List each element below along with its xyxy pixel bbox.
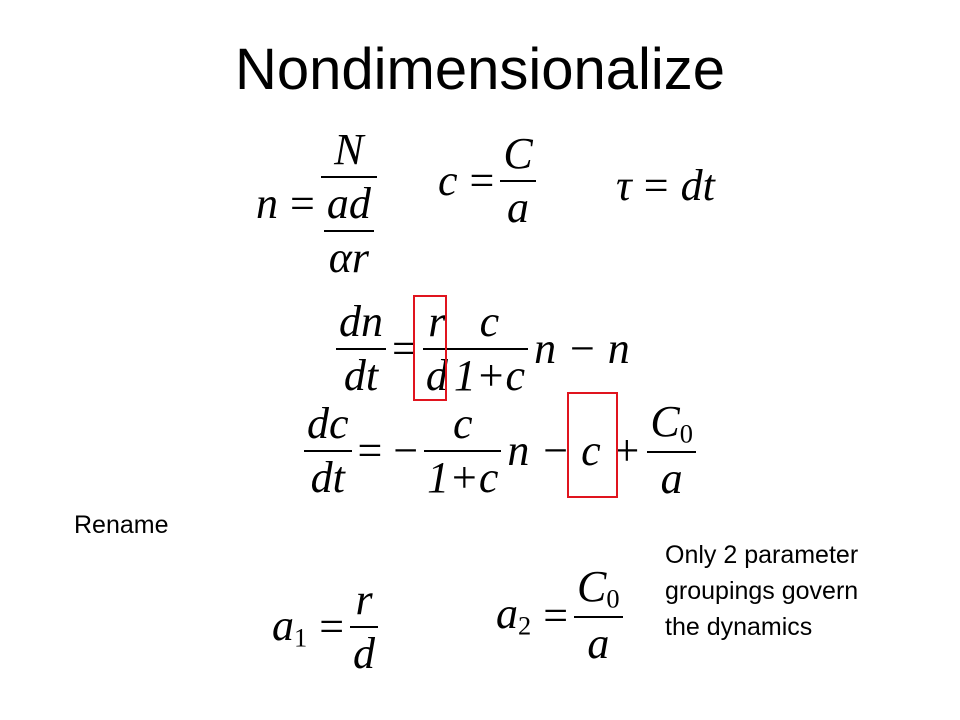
r-symbol: r: [428, 297, 446, 346]
C-symbol: C: [650, 397, 680, 446]
a-symbol: a: [660, 454, 683, 503]
c-over-1-plus-c-fraction: c 1+c: [450, 297, 529, 400]
equals-sign: =: [469, 156, 495, 205]
dn-dt-equation: dn dt = r d c 1+c n − n: [336, 300, 636, 398]
note-line-1: Only 2 parameter: [665, 541, 859, 569]
dn-term: dn: [339, 297, 383, 346]
equals-minus-sign: = −: [357, 425, 419, 475]
c-symbol: c: [438, 156, 458, 205]
dt-term: dt: [343, 351, 379, 400]
note-line-2: groupings govern: [665, 577, 859, 605]
two-subscript: 2: [518, 610, 532, 641]
one-plus-c-term: 1+c: [453, 351, 526, 400]
c-fraction: C a: [500, 129, 536, 232]
N-symbol: N: [334, 125, 364, 174]
a-symbol: a: [587, 619, 610, 668]
C0-over-a-fraction: C0 a: [647, 400, 696, 501]
one-subscript: 1: [294, 622, 308, 653]
r-symbol: r: [355, 575, 373, 624]
n-inner-fraction: ad αr: [323, 179, 374, 282]
tau-definition: τ=dt: [610, 160, 721, 208]
equals-sign: =: [392, 324, 417, 373]
n-fraction: N ad αr: [320, 125, 377, 282]
r-over-d-fraction: r d: [422, 297, 451, 400]
dc-term: dc: [307, 398, 349, 448]
a2-fraction: C0 a: [574, 565, 623, 666]
equals-sign: =: [643, 160, 669, 210]
ad-term: ad: [326, 179, 371, 228]
highlight-box-C0-over-a: [567, 392, 618, 498]
a-symbol: a: [272, 600, 294, 650]
a1-definition: a1 = r d: [266, 575, 379, 678]
highlight-box-r-over-d: [413, 295, 447, 401]
a-symbol: a: [507, 183, 530, 232]
C-symbol: C: [503, 129, 533, 178]
n-symbol: n: [256, 179, 278, 228]
note-line-3: the dynamics: [665, 613, 813, 641]
equals-sign: =: [290, 179, 315, 228]
c-symbol: c: [479, 297, 500, 346]
c-over-1-plus-c-fraction: c 1+c: [424, 398, 502, 502]
dc-dt-fraction: dc dt: [304, 398, 352, 502]
equals-sign: =: [319, 602, 345, 651]
dn-dt-fraction: dn dt: [336, 300, 386, 398]
a-symbol: a: [496, 589, 518, 638]
tau-symbol: τ: [616, 160, 632, 210]
dt-term: dt: [310, 452, 345, 502]
zero-subscript: 0: [606, 583, 620, 614]
dc-dt-equation: dc dt = − c 1+c n − c + C0 a: [304, 400, 696, 501]
rename-label: Rename: [74, 511, 169, 539]
n-definition: n= N ad αr: [250, 128, 377, 280]
a1-fraction: r d: [350, 575, 379, 678]
c-symbol: c: [453, 398, 473, 448]
one-plus-c-term: 1+c: [427, 452, 499, 502]
a2-definition: a2= C0 a: [490, 565, 623, 666]
slide-title: Nondimensionalize: [234, 37, 726, 102]
C-symbol: C: [577, 562, 607, 611]
d-symbol: d: [353, 629, 376, 678]
parameter-note: Only 2 parameter groupings govern the dy…: [665, 537, 858, 645]
n-minus-n-term: n − n: [534, 324, 630, 373]
n-minus-c-plus-term: n − c +: [507, 425, 642, 475]
dt-term: dt: [680, 160, 715, 210]
zero-subscript: 0: [679, 418, 693, 449]
equals-sign: =: [543, 590, 569, 640]
alpha-r-term: αr: [328, 233, 369, 282]
c-definition: c= C a: [432, 132, 536, 230]
d-symbol: d: [425, 351, 448, 400]
